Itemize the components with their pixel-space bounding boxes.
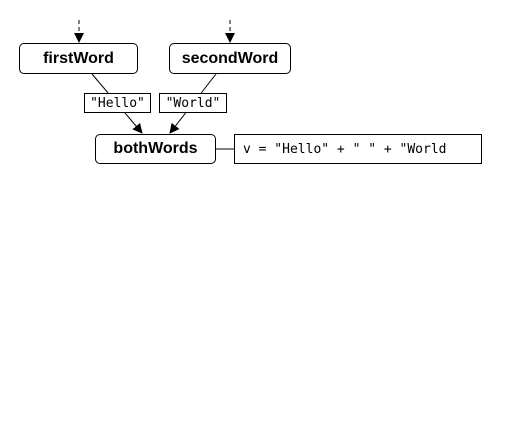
edge-value-second-to-both: "World" <box>159 93 227 113</box>
node-first-word[interactable]: firstWord <box>19 43 138 74</box>
expression-value: v = "Hello" + " " + "World <box>234 134 482 164</box>
node-second-word[interactable]: secondWord <box>169 43 291 74</box>
node-first-word-label: firstWord <box>43 49 114 67</box>
node-second-word-label: secondWord <box>181 49 279 67</box>
node-both-words[interactable]: bothWords <box>95 134 216 164</box>
node-both-words-label: bothWords <box>113 140 198 157</box>
edge-value-first-to-both: "Hello" <box>84 93 151 113</box>
